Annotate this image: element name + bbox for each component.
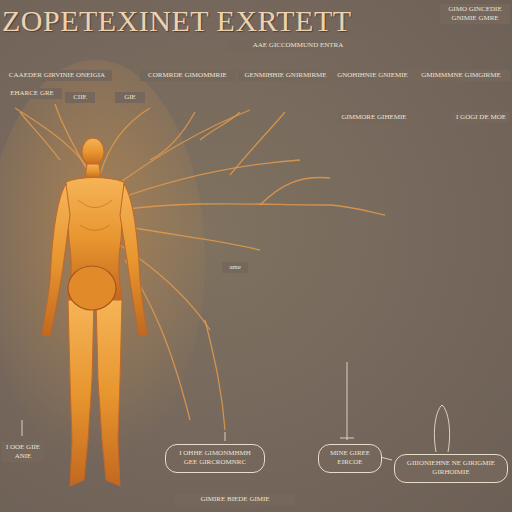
part-label: GNOHIHNIE GNIEMIE (335, 70, 410, 81)
part-label: GIMO GINCEDIE GNIMIE GMRE (440, 4, 510, 24)
part-label: I GOGI DE MOE (452, 112, 510, 123)
part-label: GIE (115, 92, 145, 103)
part-label: GMIMMMNE GIMGIRME (412, 70, 510, 81)
diagram-title: ZOPETEXINET EXRTETT (2, 4, 352, 38)
part-label: EHARCE GRE (2, 88, 62, 99)
part-label: CIIE (65, 92, 95, 103)
part-label: GIMIRE BIEDE GIMIE (175, 494, 295, 505)
box-text: GIIIONIEHNE NE GIRIGMIE GIRHOIMIE (401, 459, 501, 477)
label-box: MINE GIREE EIRCOE (318, 444, 382, 473)
part-label: GIMMORE GIHEMIE (338, 112, 410, 123)
part-label: AAE GICCOMMUND ENTRA (228, 40, 368, 51)
part-label: CORMRDE GIMOMMRIE (140, 70, 235, 81)
label-box: I OHHE GIMONMHMH GEE GIRCROMNRC (165, 444, 265, 473)
part-label: CAAEDER GIRVINIE ONEIGIA (2, 70, 112, 81)
part-label: ame (222, 262, 248, 273)
box-text: I OHHE GIMONMHMH GEE GIRCROMNRC (172, 449, 258, 467)
part-label: GENMIHHIE GNIRMIRME (238, 70, 333, 81)
box-text: MINE GIREE EIRCOE (325, 449, 375, 467)
part-label: I OOE GIIE ANIE (2, 442, 44, 462)
human-figure (42, 138, 147, 486)
label-box: GIIIONIEHNE NE GIRIGMIE GIRHOIMIE (394, 454, 508, 483)
